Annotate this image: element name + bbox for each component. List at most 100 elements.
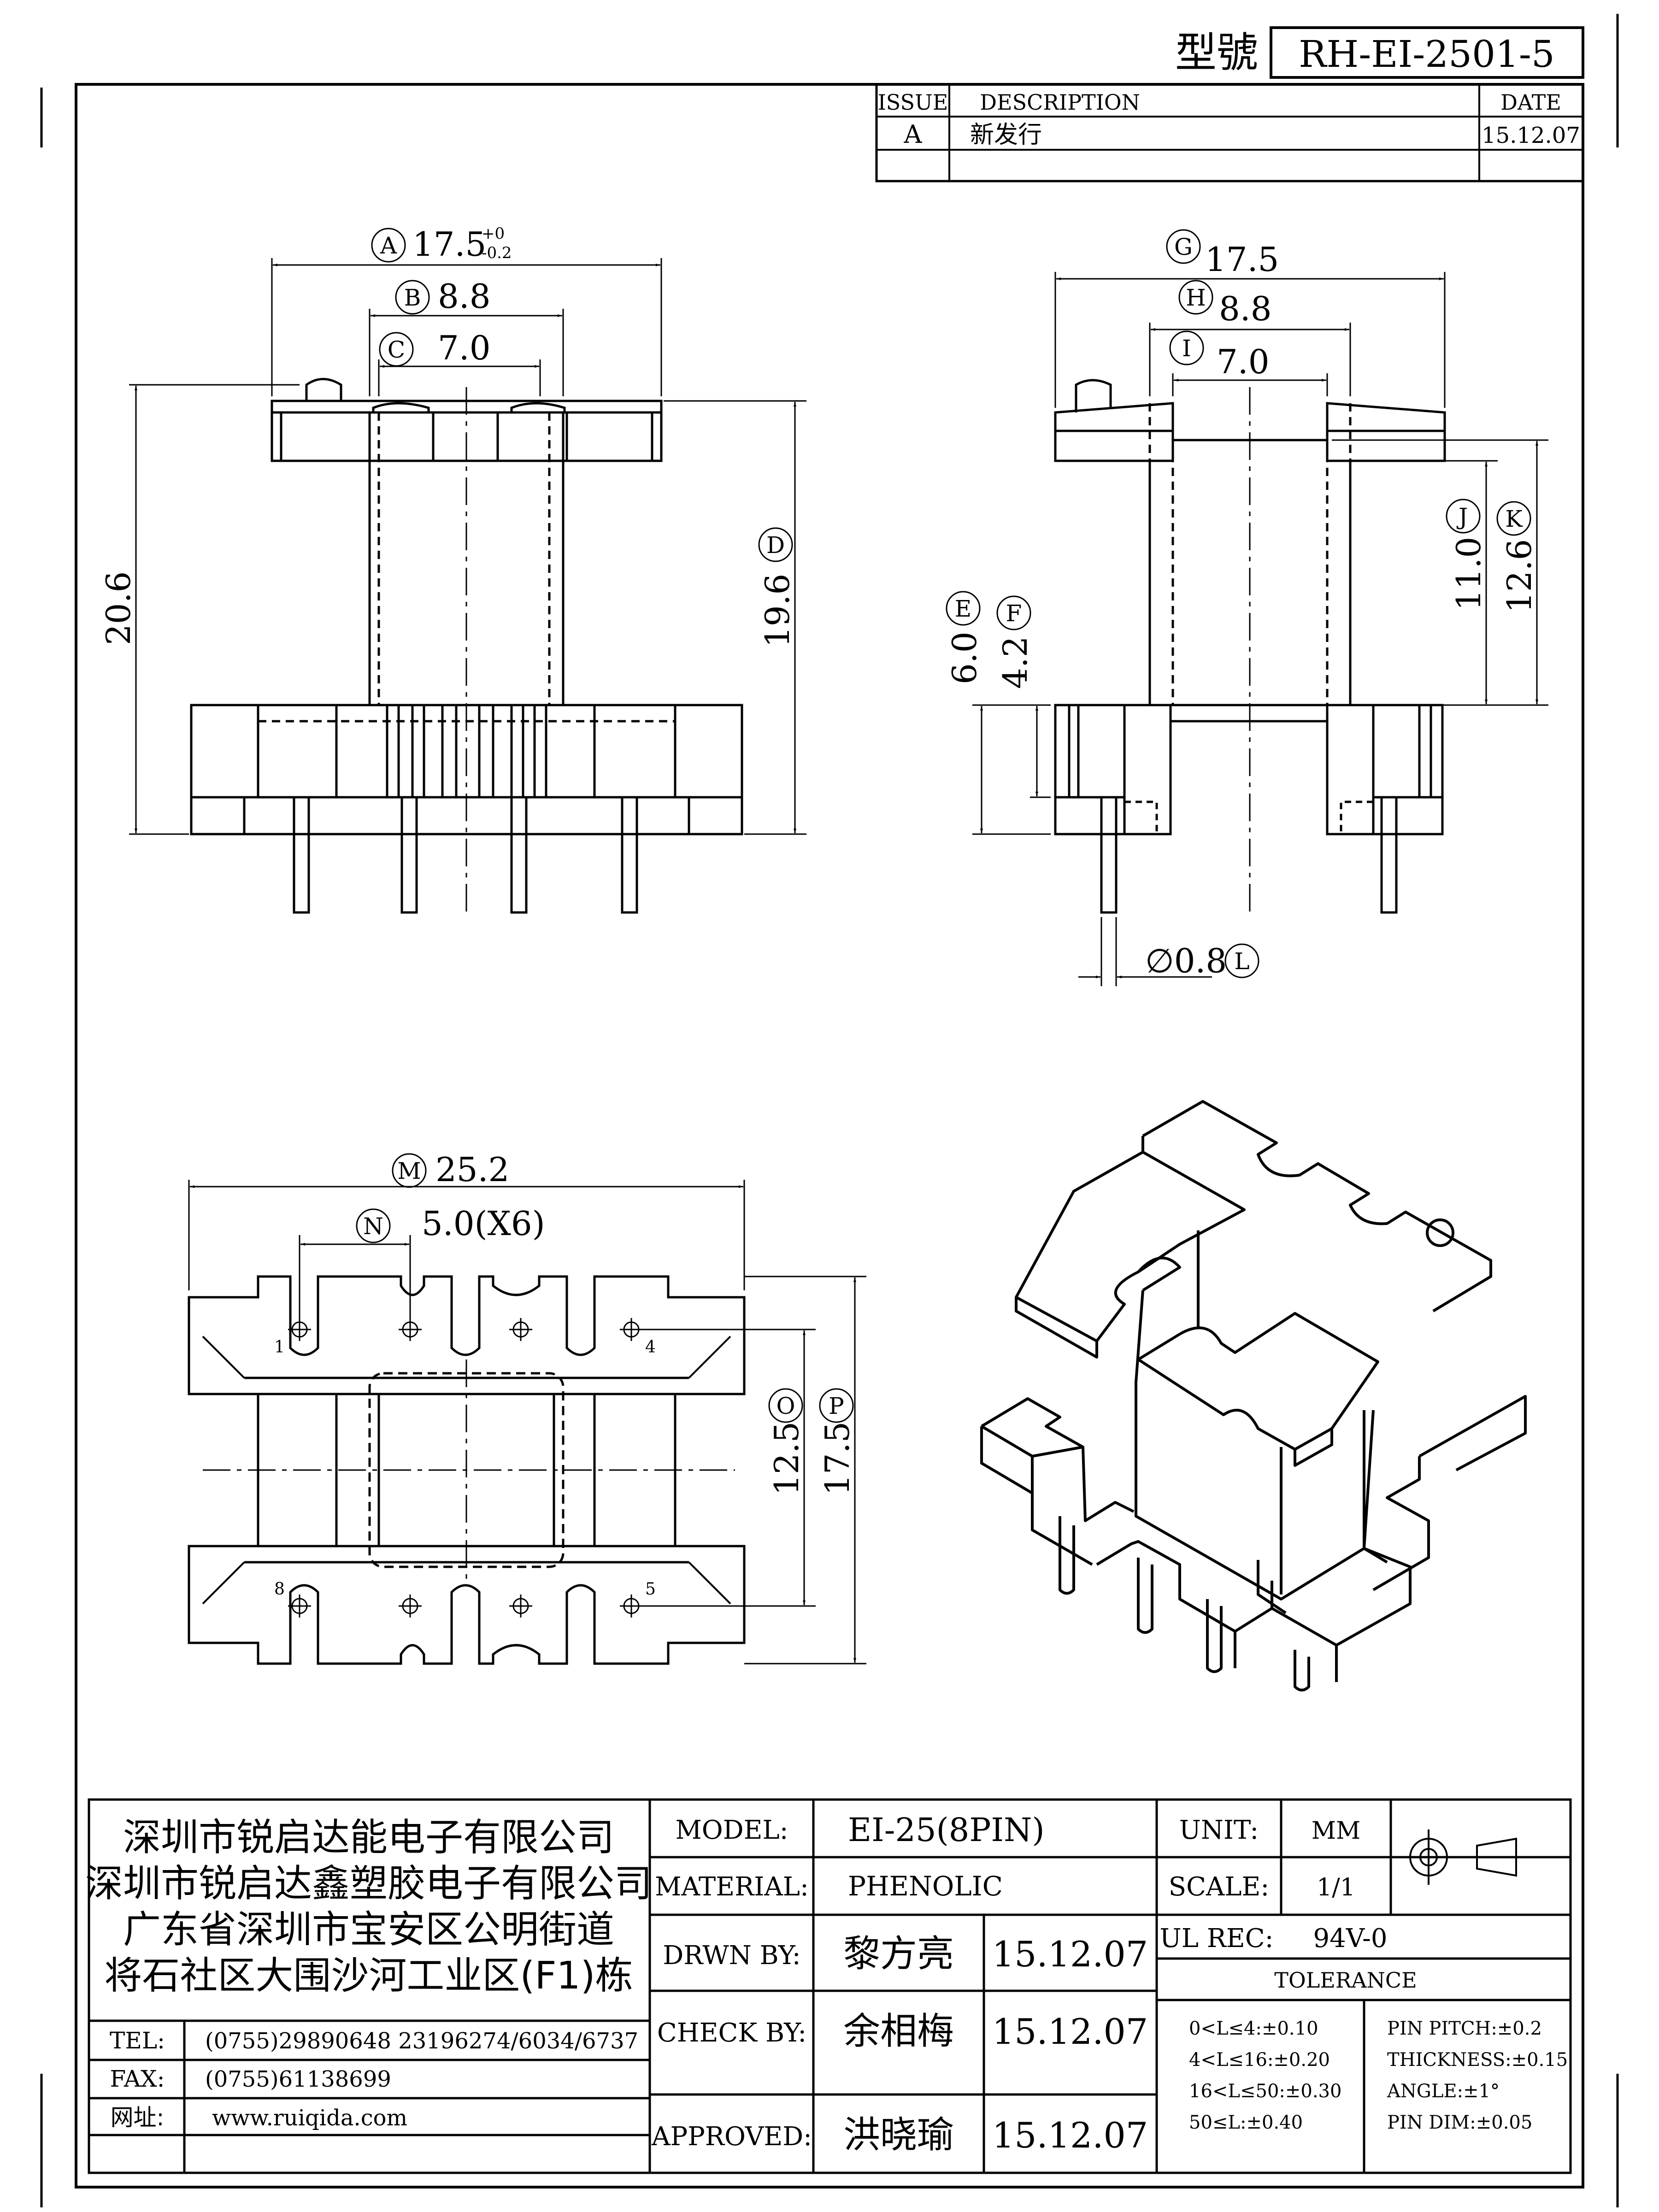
tol-right-3: ANGLE:±1° [1387, 2081, 1500, 2102]
dim-l-value: ∅0.8 [1145, 941, 1227, 980]
fax-label: FAX: [110, 2065, 165, 2092]
label-m: M [397, 1158, 421, 1184]
label-e: E [955, 595, 972, 622]
approved-name: 洪晓瑜 [843, 2113, 954, 2156]
check-date: 15.12.07 [992, 2011, 1148, 2052]
fax-value: (0755)61138699 [205, 2066, 391, 2092]
dim-e-value: 6.0 [945, 631, 984, 684]
label-j: J [1456, 503, 1468, 530]
dim-i-value: 7.0 [1217, 342, 1270, 381]
dim-d-value: 19.6 [758, 574, 797, 647]
material-label: MATERIAL: [655, 1872, 809, 1902]
tol-left-2: 4<L≤16:±0.20 [1189, 2049, 1330, 2071]
pin-label-4: 4 [645, 1338, 656, 1357]
tol-left-4: 50≤L:±0.40 [1189, 2112, 1303, 2133]
side-view [1054, 379, 1446, 917]
dim-b-value: 8.8 [438, 277, 491, 316]
model-number-value: RH-EI-2501-5 [1299, 33, 1555, 76]
model-label: MODEL: [675, 1815, 788, 1845]
front-view [190, 378, 743, 917]
label-c: C [388, 336, 405, 363]
tolerance-title: TOLERANCE [1274, 1968, 1417, 1993]
revision-date-a: 15.12.07 [1482, 123, 1580, 148]
dim-m-value: 25.2 [435, 1150, 509, 1189]
material-value: PHENOLIC [848, 1871, 1003, 1902]
dim-a-upper-tol: +0 [482, 224, 505, 243]
tol-left-3: 16<L≤50:±0.30 [1189, 2081, 1341, 2102]
dim-p-value: 17.5 [818, 1422, 857, 1495]
approved-label: APPROVED: [651, 2122, 812, 2152]
side-view-dimensions [946, 229, 1548, 986]
revision-table: ISSUE DESCRIPTION DATE A 新发行 15.12.07 [875, 83, 1584, 182]
label-a: A [380, 232, 397, 259]
company-line-3: 广东省深圳市宝安区公明街道 [123, 1908, 614, 1952]
model-number-label: 型號 [1175, 29, 1258, 77]
company-line-2: 深圳市锐启达鑫塑胶电子有限公司 [85, 1862, 652, 1906]
dim-j-value: 11.0 [1449, 537, 1488, 611]
company-line-1: 深圳市锐启达能电子有限公司 [123, 1816, 614, 1859]
dim-c-value: 7.0 [438, 329, 491, 367]
dim-total-height: 20.6 [99, 571, 138, 645]
label-p: P [829, 1393, 844, 1419]
tel-label: TEL: [110, 2027, 165, 2054]
tol-left-1: 0<L≤4:±0.10 [1189, 2018, 1318, 2039]
scale-label: SCALE: [1169, 1872, 1270, 1902]
pin-label-5: 5 [645, 1580, 656, 1599]
model-value: EI-25(8PIN) [848, 1811, 1045, 1849]
label-h: H [1186, 284, 1206, 311]
dim-a-value: 17.5 [412, 225, 486, 264]
drawn-name: 黎方亮 [843, 1932, 954, 1975]
revision-description-a: 新发行 [970, 121, 1042, 149]
web-label: 网址: [111, 2104, 165, 2131]
dim-h-value: 8.8 [1219, 289, 1272, 328]
revision-description-header: DESCRIPTION [980, 90, 1140, 115]
unit-label: UNIT: [1179, 1815, 1259, 1845]
corner-ticks [40, 14, 1619, 2207]
tol-right-4: PIN DIM:±0.05 [1387, 2112, 1532, 2133]
web-value: www.ruiqida.com [212, 2105, 407, 2131]
side-view-labels: G 17.5 H 8.8 I 7.0 J 11.0 K 12.6 E 6.0 F… [945, 234, 1539, 980]
label-d: D [766, 532, 785, 559]
revision-date-header: DATE [1500, 90, 1561, 115]
tol-right-1: PIN PITCH:±0.2 [1387, 2018, 1542, 2039]
pin-label-1: 1 [274, 1338, 285, 1357]
model-number-header: 型號 RH-EI-2501-5 [1175, 26, 1584, 79]
dim-f-value: 4.2 [996, 636, 1035, 689]
unit-value: MM [1312, 1817, 1361, 1845]
drawn-label: DRWN BY: [663, 1941, 800, 1971]
drawn-date: 15.12.07 [992, 1934, 1148, 1975]
tol-right-2: THICKNESS:±0.15 [1387, 2049, 1568, 2071]
company-line-4: 将石社区大围沙河工业区(F1)栋 [104, 1954, 633, 1998]
page-frame [75, 83, 1584, 2188]
bottom-view-dimensions [188, 1153, 866, 1665]
dim-a-lower-tol: -0.2 [482, 244, 512, 262]
approved-date: 15.12.07 [992, 2115, 1148, 2156]
bottom-view [188, 1275, 746, 1665]
label-n: N [363, 1213, 383, 1240]
label-o: O [777, 1393, 795, 1419]
label-l: L [1234, 948, 1249, 975]
dim-g-value: 17.5 [1205, 240, 1279, 279]
title-block-text: 深圳市锐启达能电子有限公司 深圳市锐启达鑫塑胶电子有限公司 广东省深圳市宝安区公… [85, 1811, 1568, 2156]
dim-k-value: 12.6 [1500, 539, 1539, 613]
bottom-view-labels: M 25.2 N 5.0(X6) O 12.5 P 17.5 1 4 8 5 [274, 1150, 857, 1599]
check-name: 余相梅 [843, 2010, 954, 2053]
label-i: I [1182, 335, 1191, 362]
label-b: B [404, 284, 421, 311]
front-view-labels: A 17.5 +0 -0.2 B 8.8 C 7.0 20.6 D 19.6 [99, 224, 797, 647]
dim-o-value: 12.5 [767, 1422, 806, 1495]
pin-label-8: 8 [274, 1580, 285, 1599]
scale-value: 1/1 [1317, 1874, 1355, 1901]
tel-value: (0755)29890648 23196274/6034/6737 [205, 2028, 638, 2054]
ul-label: UL REC: [1160, 1924, 1274, 1953]
projection-symbol-icon [1401, 1830, 1553, 1885]
label-g: G [1174, 234, 1193, 260]
label-k: K [1505, 506, 1523, 532]
revision-issue-a: A [904, 120, 923, 149]
label-f: F [1006, 600, 1022, 627]
isometric-view [980, 1100, 1527, 1692]
front-view-dimensions [129, 228, 806, 835]
dim-n-value: 5.0(X6) [422, 1204, 545, 1243]
check-label: CHECK BY: [657, 2018, 806, 2048]
